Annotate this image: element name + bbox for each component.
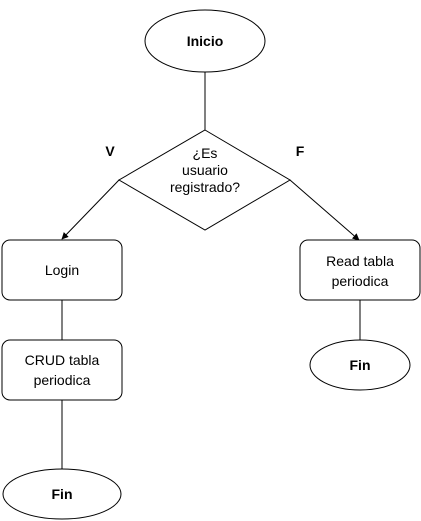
read-line-2: periodica (332, 273, 389, 289)
true-branch-label: V (105, 143, 115, 159)
start-node: Inicio (144, 9, 266, 73)
left-end-node: Fin (2, 468, 122, 520)
left-end-label: Fin (52, 486, 73, 502)
right-end-node: Fin (309, 339, 411, 391)
decision-line-1: ¿Es (193, 145, 218, 161)
decision-node: ¿Es usuario registrado? (118, 129, 291, 231)
read-step: Read tabla periodica (299, 239, 421, 301)
decision-line-2: usuario (182, 162, 228, 178)
right-end-label: Fin (350, 357, 371, 373)
crud-line-1: CRUD tabla (25, 352, 100, 368)
false-branch-label: F (296, 143, 305, 159)
login-label: Login (45, 262, 79, 278)
login-step: Login (1, 239, 123, 301)
decision-line-3: registrado? (170, 179, 240, 195)
read-line-1: Read tabla (326, 253, 394, 269)
crud-step: CRUD tabla periodica (1, 339, 123, 401)
arrow-true-branch (61, 179, 120, 240)
arrow-false-branch (289, 179, 360, 241)
crud-line-2: periodica (34, 372, 91, 388)
start-label: Inicio (187, 33, 224, 49)
